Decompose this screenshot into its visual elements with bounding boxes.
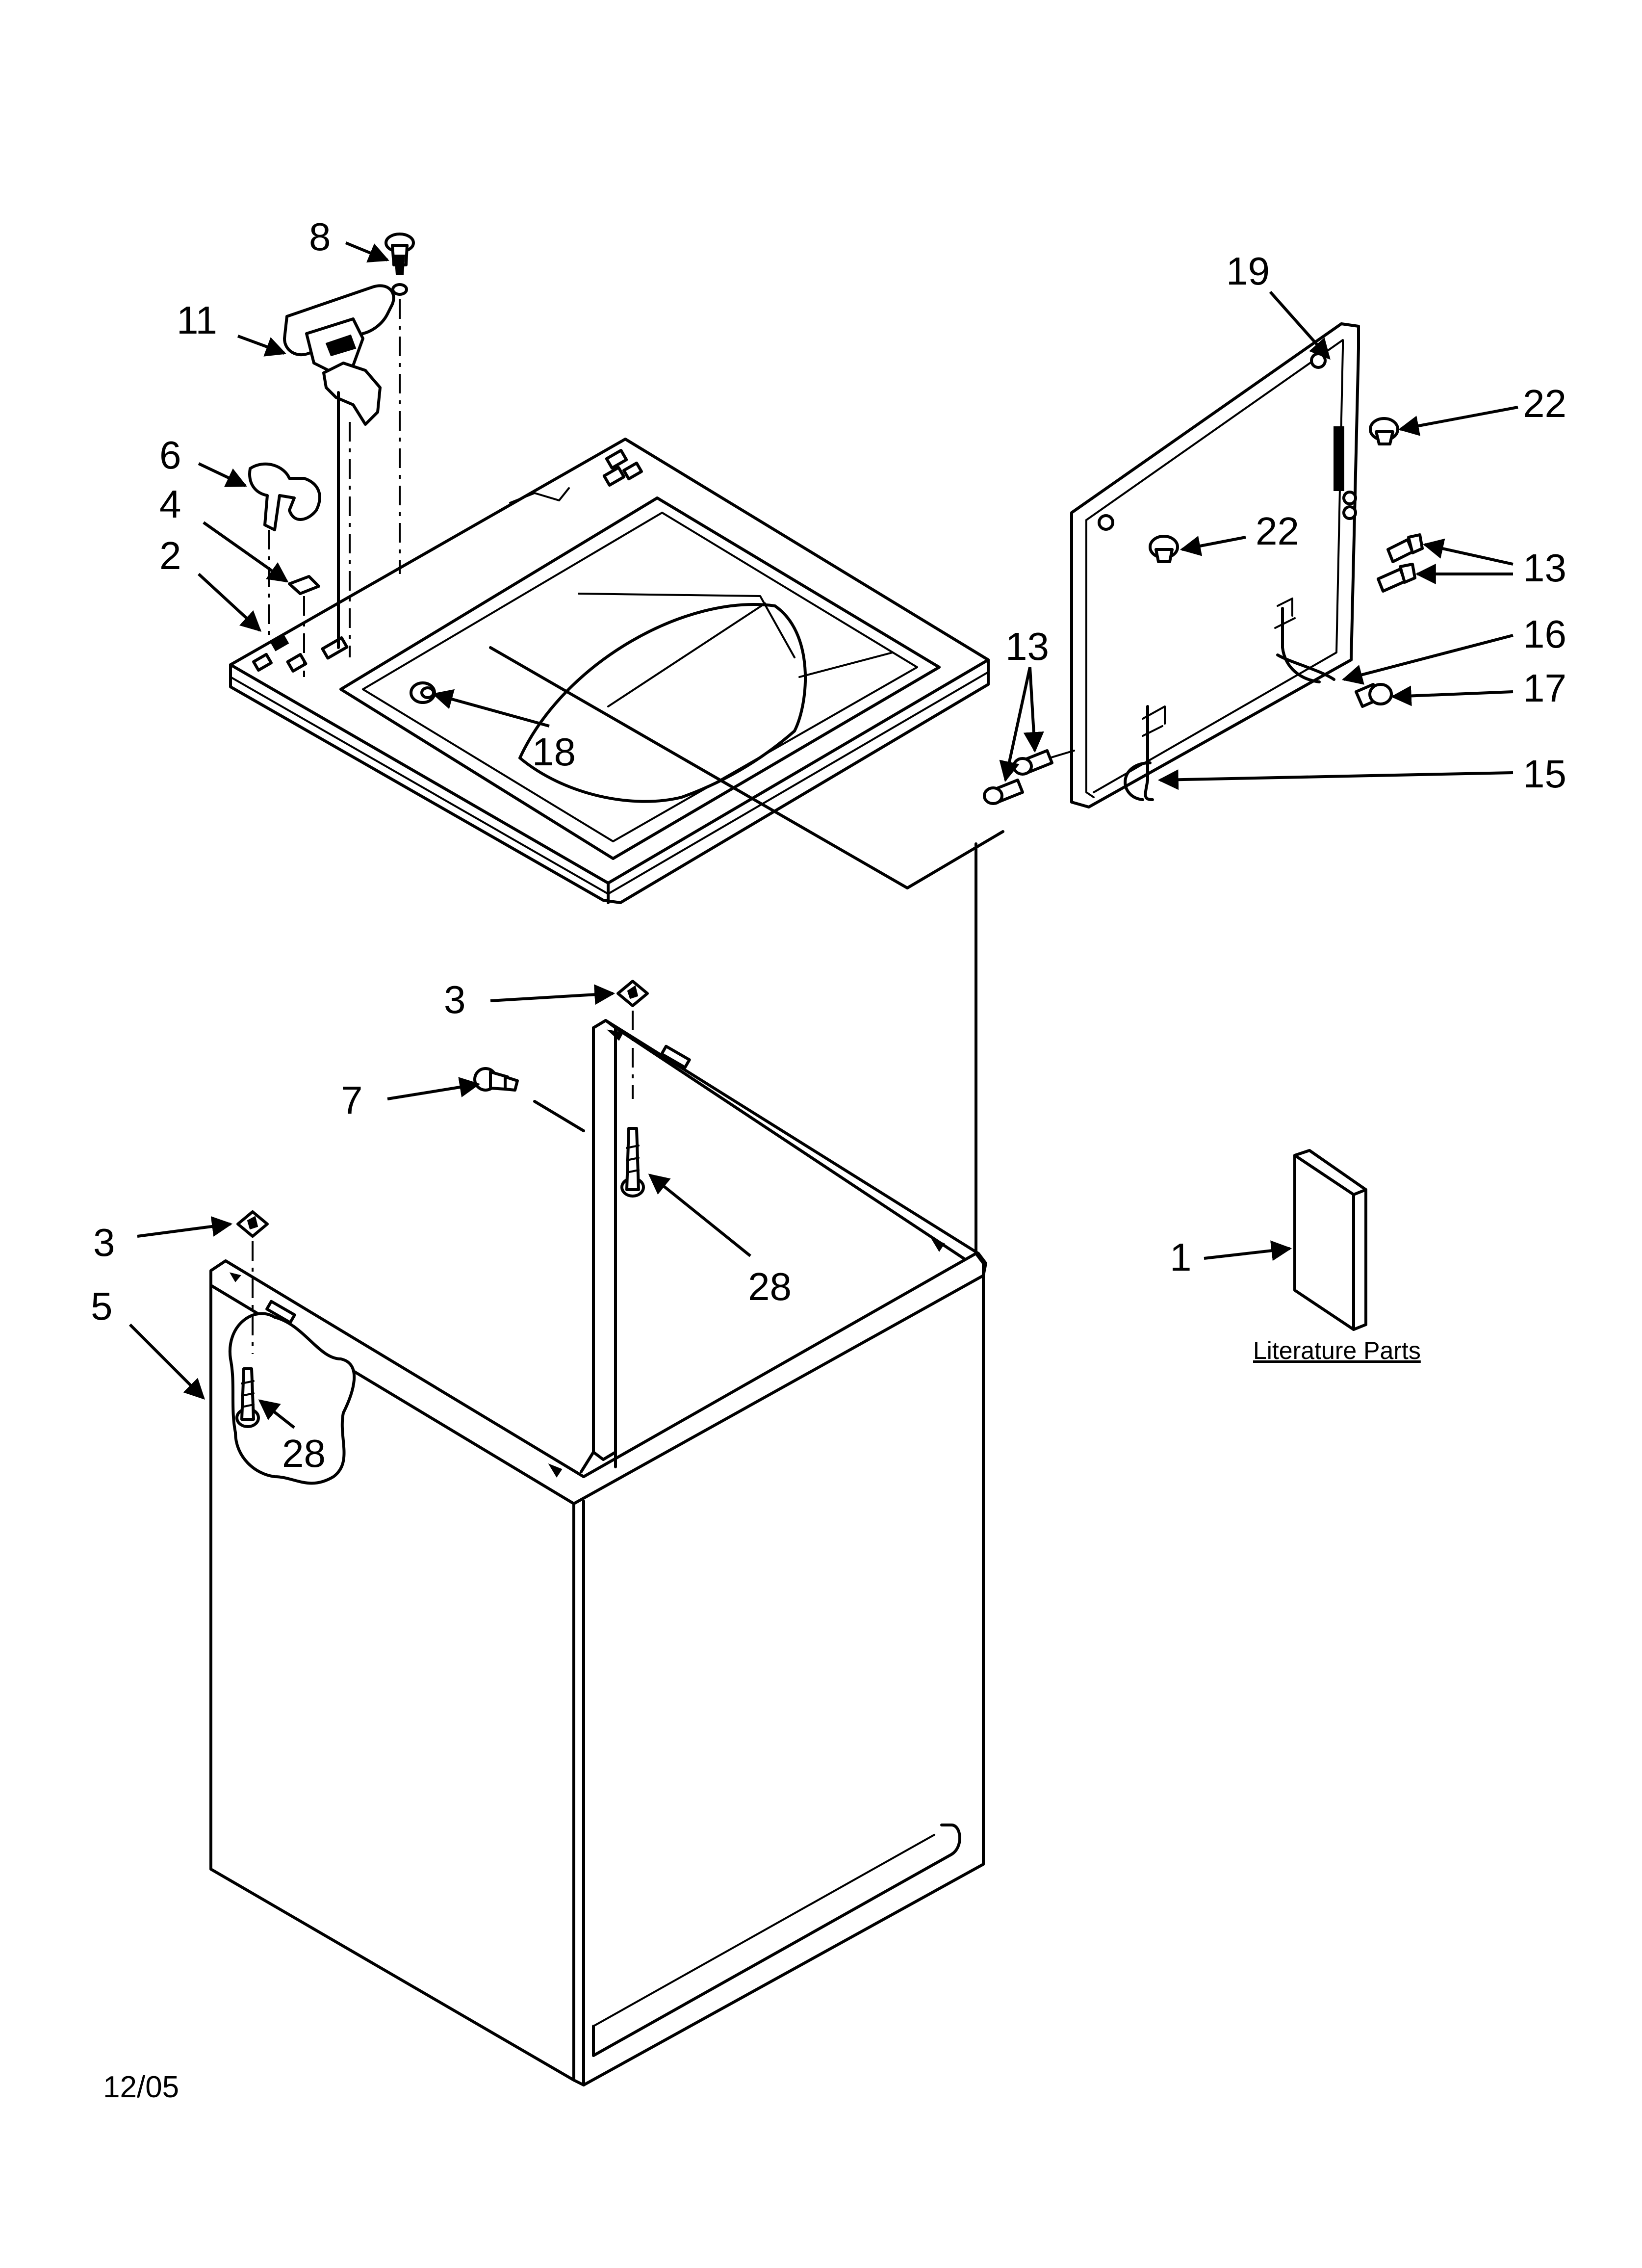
lid-19 xyxy=(1070,322,1360,808)
clip-4 xyxy=(288,575,320,677)
literature-parts-label: Literature Parts xyxy=(1253,1337,1421,1364)
bumper-18 xyxy=(410,681,436,704)
callout-7: 7 xyxy=(341,1078,363,1122)
literature-book-1 xyxy=(1293,1149,1367,1331)
clip-3-upper xyxy=(616,980,649,1099)
callout-19: 19 xyxy=(1226,249,1270,293)
callout-4: 4 xyxy=(159,482,181,526)
callout-28-upper: 28 xyxy=(748,1265,792,1308)
screw-8 xyxy=(349,233,415,657)
lid-switch xyxy=(283,284,395,649)
callout-6: 6 xyxy=(159,433,181,477)
callout-22-lower: 22 xyxy=(1256,509,1299,553)
callout-13-right: 13 xyxy=(1523,546,1566,590)
top-panel xyxy=(229,438,1004,904)
wire-clip-6 xyxy=(248,462,321,638)
callout-17: 17 xyxy=(1523,666,1566,710)
date-code: 12/05 xyxy=(103,2070,179,2104)
part-17 xyxy=(1355,683,1393,708)
callout-2: 2 xyxy=(159,534,181,577)
bumper-22-lower xyxy=(1149,535,1179,563)
screw-7 xyxy=(473,1067,585,1132)
callout-28-lower: 28 xyxy=(282,1432,326,1475)
clip-3-lower xyxy=(236,1210,269,1354)
callout-3-upper: 3 xyxy=(444,978,466,1021)
callout-22-upper: 22 xyxy=(1523,382,1566,425)
callout-3-lower: 3 xyxy=(93,1221,115,1264)
bumper-22-upper xyxy=(1369,417,1399,445)
callout-18: 18 xyxy=(532,730,576,774)
screws-13-right xyxy=(1377,533,1424,593)
screws-13-left xyxy=(983,749,1075,805)
callout-15: 15 xyxy=(1523,752,1566,796)
leader-lines xyxy=(128,241,1518,1429)
cabinet-5 xyxy=(209,1019,987,2086)
screw-28-upper xyxy=(620,1127,645,1198)
callout-8: 8 xyxy=(309,215,331,259)
callout-5: 5 xyxy=(91,1284,113,1328)
callout-11: 11 xyxy=(177,298,217,342)
callout-16: 16 xyxy=(1523,612,1566,656)
callout-1: 1 xyxy=(1170,1235,1192,1279)
callout-labels: 8 11 6 4 2 18 19 22 22 13 13 16 17 15 3 … xyxy=(91,215,1566,2104)
callout-13-left: 13 xyxy=(1005,625,1049,668)
screw-28-lower xyxy=(235,1367,260,1428)
